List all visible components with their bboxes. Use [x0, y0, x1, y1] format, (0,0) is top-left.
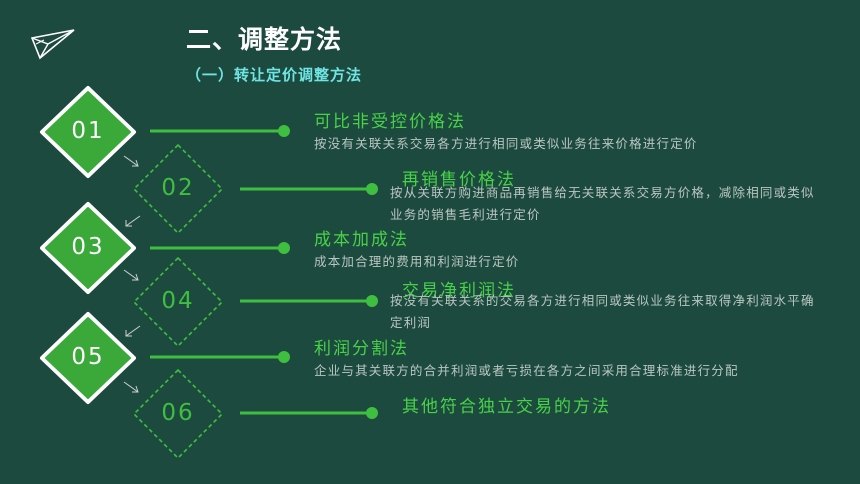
- step-01-number: 01: [71, 118, 105, 144]
- item-06-title: 其他符合独立交易的方法: [402, 397, 611, 417]
- step-06-number: 06: [161, 400, 195, 426]
- item-02-description: 按从关联方购进商品再销售给无关联关系交易方价格，减除相同或类似业务的销售毛利进行…: [390, 185, 815, 222]
- page-title: 二、调整方法: [186, 25, 343, 54]
- step-02-number: 02: [161, 175, 195, 201]
- connector-05: [150, 351, 290, 363]
- step-03-diamond: [40, 202, 136, 294]
- item-03-description: 成本加合理的费用和利润进行定价: [314, 254, 520, 269]
- connector-02: [240, 183, 378, 195]
- item-01-description: 按没有关联关系交易各方进行相同或类似业务往来价格进行定价: [314, 136, 698, 151]
- item-04-description: 按没有关联关系的交易各方进行相同或类似业务往来取得净利润水平确定利润: [390, 293, 815, 330]
- item-03-title: 成本加成法: [314, 230, 409, 250]
- paper-plane-icon: [30, 29, 75, 60]
- step-05-number: 05: [71, 344, 105, 370]
- item-05-description: 企业与其关联方的合并利润或者亏损在各方之间采用合理标准进行分配: [314, 363, 739, 378]
- step-05-diamond: [40, 312, 136, 404]
- connector-04: [240, 295, 378, 307]
- item-02-title: 再销售价格法: [402, 170, 516, 190]
- step-01-diamond: [40, 86, 136, 178]
- page-subtitle: （一）转让定价调整方法: [186, 66, 363, 84]
- item-05-title: 利润分割法: [314, 339, 409, 359]
- step-04-number: 04: [161, 288, 195, 314]
- connector-06: [240, 407, 378, 419]
- connector-03: [150, 242, 290, 254]
- item-04-title: 交易净利润法: [402, 281, 516, 301]
- step-03-number: 03: [71, 234, 105, 260]
- item-01-title: 可比非受控价格法: [314, 112, 466, 132]
- flow-arrows: [123, 155, 141, 393]
- connector-01: [150, 125, 290, 137]
